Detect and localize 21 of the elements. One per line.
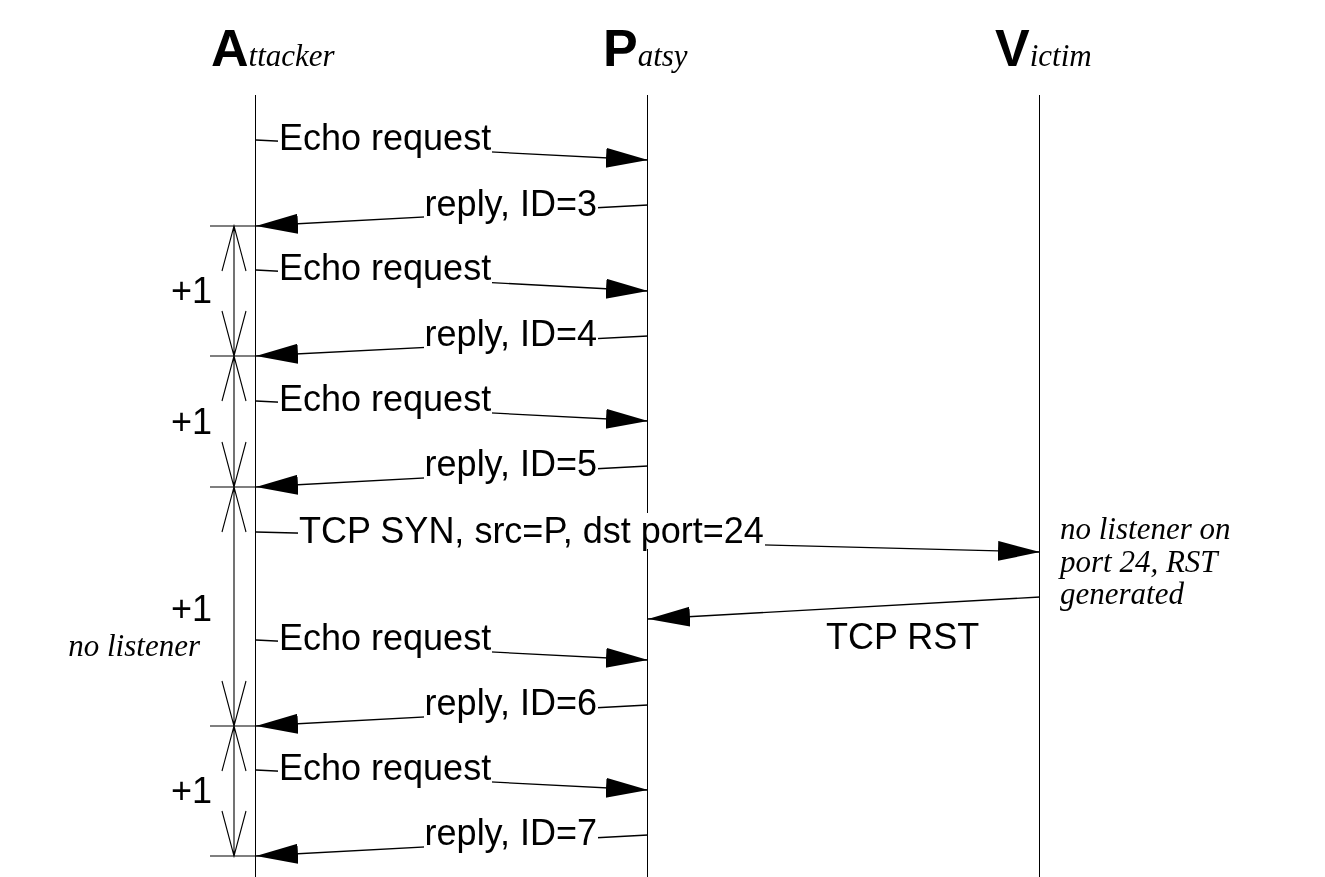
counter-label: +1 xyxy=(170,590,212,628)
edge-label: TCP SYN, src=P, dst port=24 xyxy=(298,513,765,549)
note: no listener on port 24, RST generated xyxy=(1060,513,1232,611)
counter-label: +1 xyxy=(170,272,212,310)
arrow xyxy=(647,596,1041,627)
note: no listener xyxy=(68,630,200,663)
lifeline-title: Patsy xyxy=(603,22,688,74)
edge-label: Echo request xyxy=(278,120,493,156)
counter-label: +1 xyxy=(170,772,212,810)
lifeline-title: Attacker xyxy=(211,22,335,74)
edge-label: Echo request xyxy=(278,620,493,656)
edge-label: reply, ID=4 xyxy=(423,316,598,352)
edge-label: Echo request xyxy=(278,381,493,417)
edge-label: reply, ID=3 xyxy=(423,186,598,222)
edge-label: reply, ID=5 xyxy=(423,446,598,482)
edge-label: Echo request xyxy=(278,250,493,286)
edge-label: reply, ID=6 xyxy=(423,685,598,721)
edge-label: reply, ID=7 xyxy=(423,815,598,851)
lifeline-title: Victim xyxy=(995,22,1092,74)
counter-label: +1 xyxy=(170,403,212,441)
edge-label: Echo request xyxy=(278,750,493,786)
